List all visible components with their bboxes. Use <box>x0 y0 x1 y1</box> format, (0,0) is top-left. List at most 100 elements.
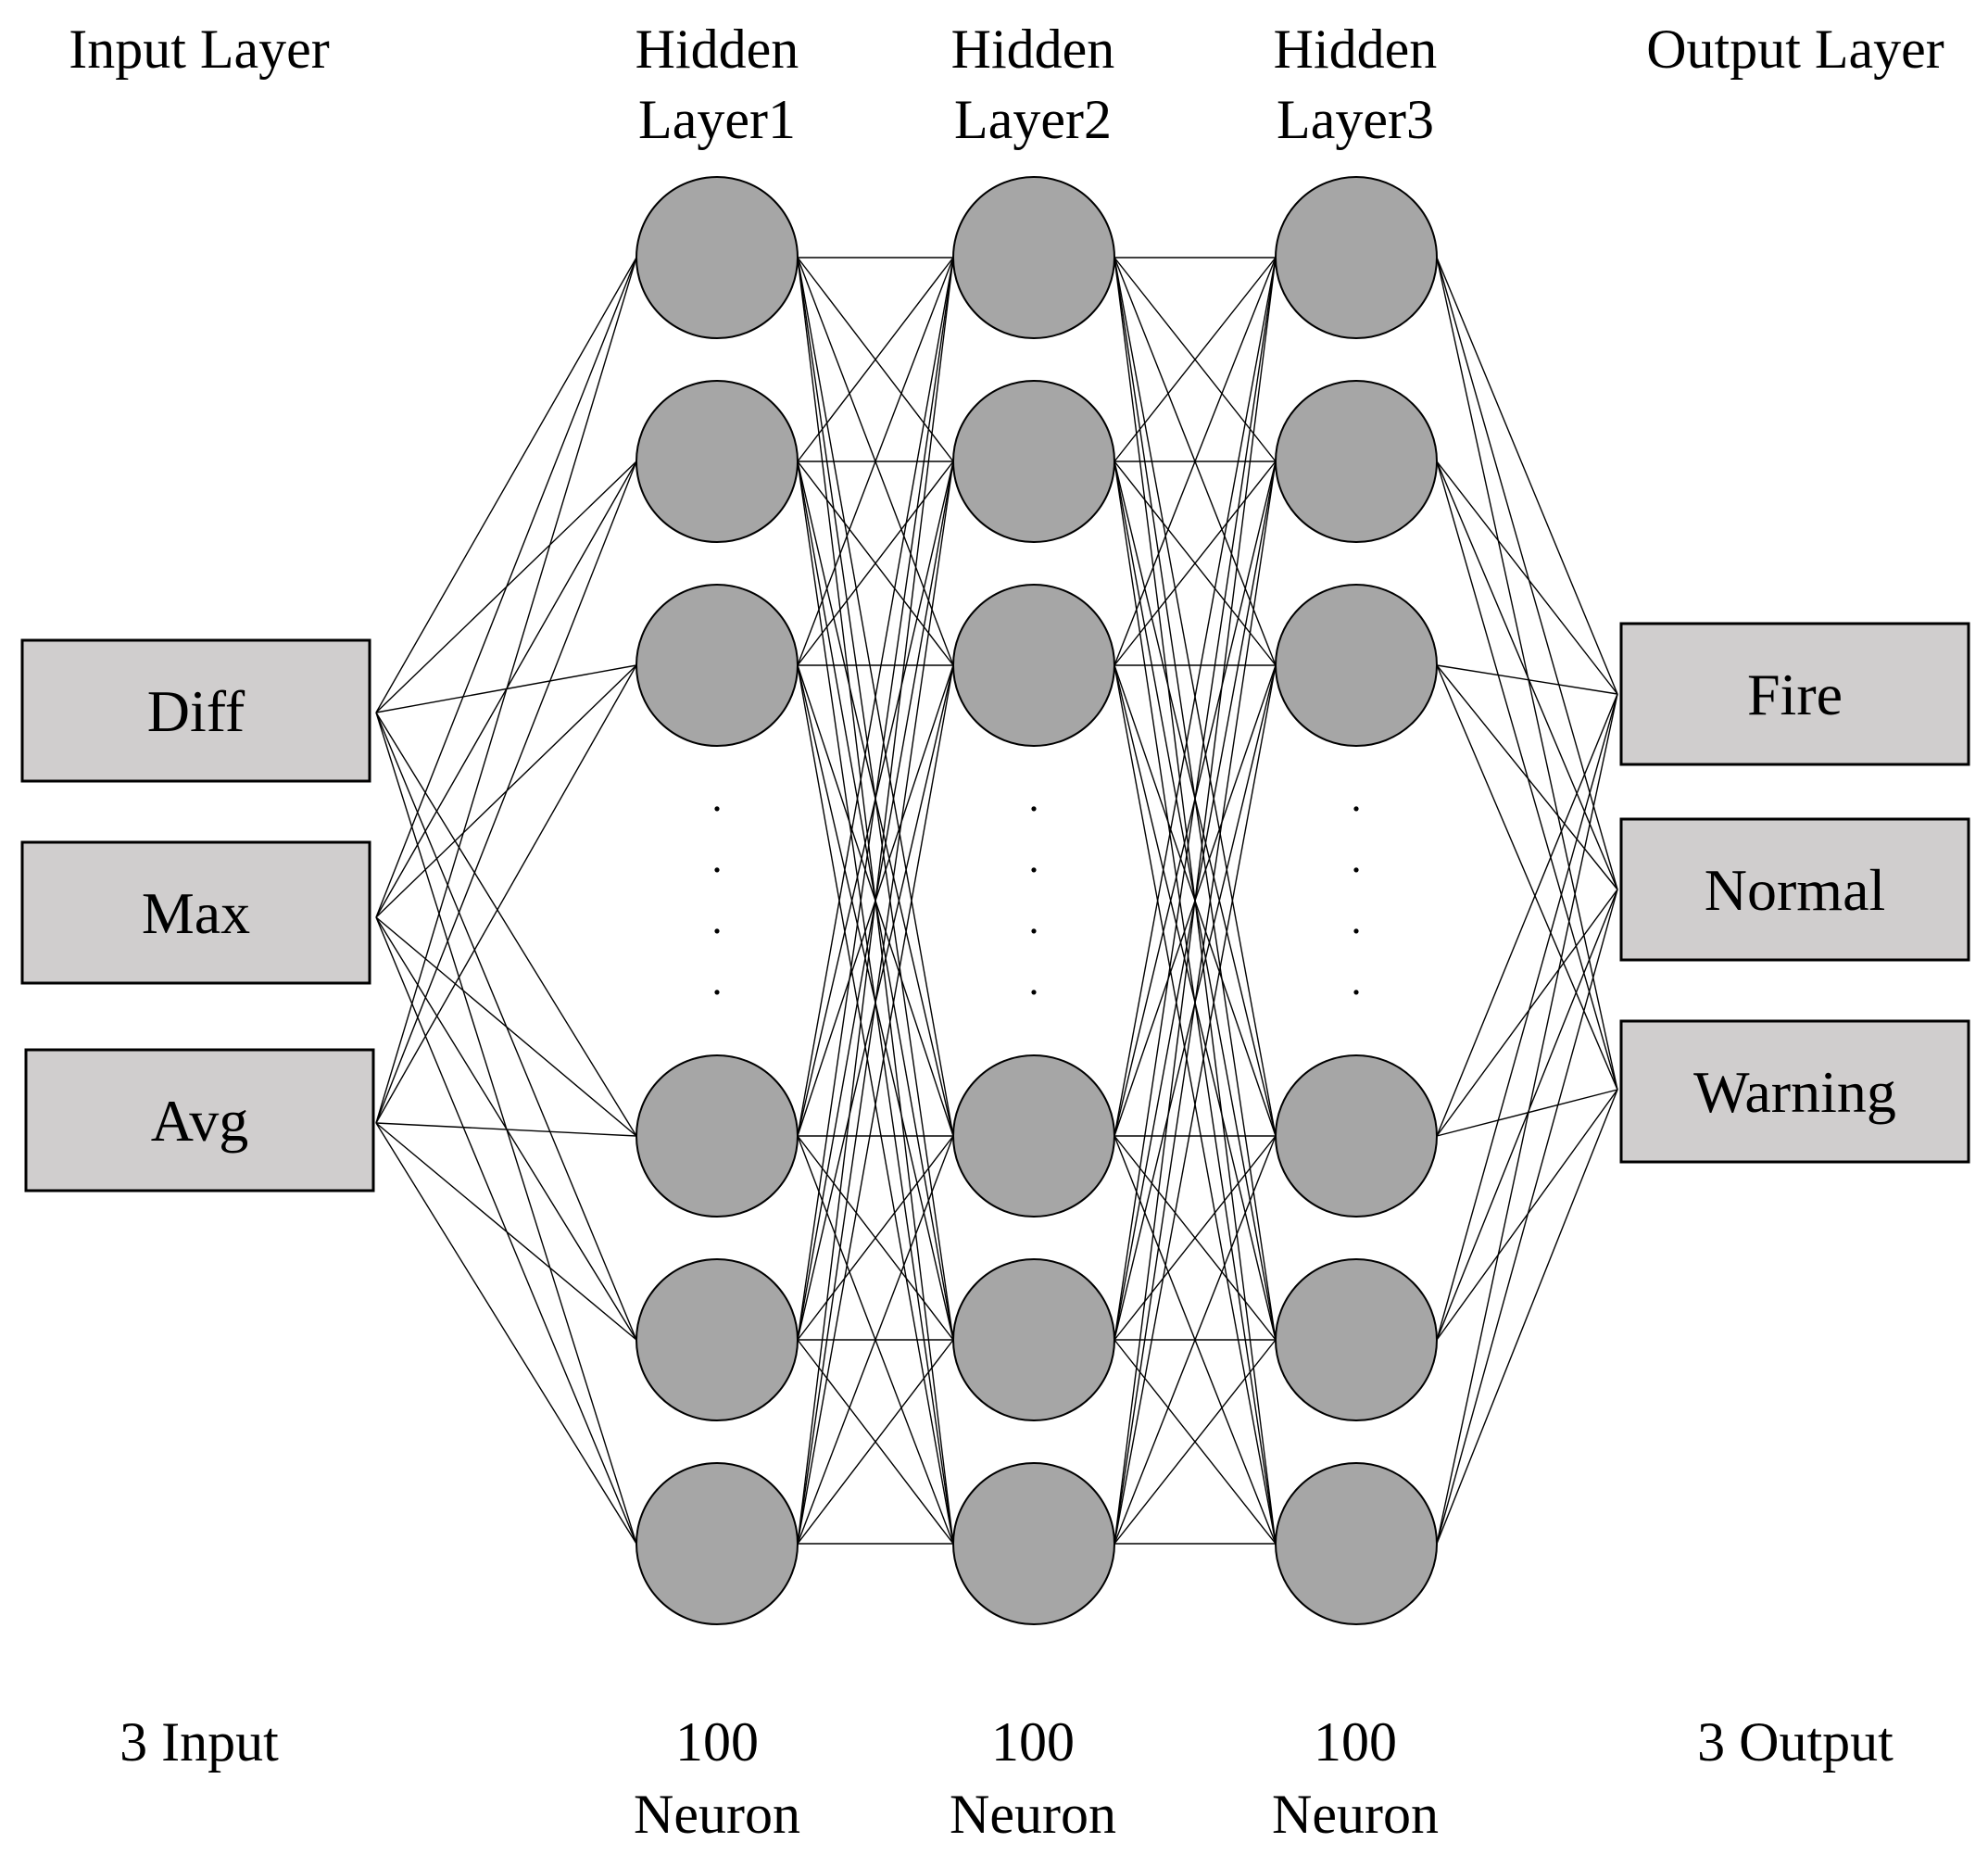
hidden1-footer-line1: 100 <box>675 1711 759 1773</box>
layer-labels: Input Layer3 InputHiddenLayer1100NeuronH… <box>69 19 1944 1845</box>
connection-line <box>797 257 954 1341</box>
hidden2-ellipsis-dot: . <box>1029 836 1039 881</box>
connection-line <box>1114 257 1277 1545</box>
connection-line <box>1436 257 1618 890</box>
connection-line <box>797 257 954 1137</box>
hidden1-ellipsis-dot: . <box>712 775 723 820</box>
connection-line <box>797 664 954 1545</box>
connection-line <box>1114 257 1277 462</box>
hidden3-footer-line2: Neuron <box>1272 1784 1439 1845</box>
connection-line <box>375 916 637 1341</box>
connection-line <box>1436 461 1618 1091</box>
hidden2-header-line2: Layer2 <box>954 89 1112 150</box>
connection-line <box>375 257 637 1124</box>
connection-line <box>375 257 637 918</box>
connection-line <box>1436 693 1618 1137</box>
connection-line <box>797 461 954 666</box>
input-node-label: Max <box>142 880 250 946</box>
hidden3-ellipsis-dot: . <box>1352 775 1362 820</box>
input-header: Input Layer <box>69 19 330 80</box>
hidden2-ellipsis-dot: . <box>1029 958 1039 1003</box>
hidden1-neuron <box>635 1258 799 1421</box>
connection-line <box>1436 1089 1618 1545</box>
hidden3-neuron <box>1275 1258 1438 1421</box>
connection-line <box>1436 889 1618 1545</box>
connection-line <box>1436 664 1618 695</box>
hidden2-neuron <box>952 380 1115 543</box>
connection-line <box>1436 461 1618 890</box>
hidden2-footer-line2: Neuron <box>950 1784 1116 1845</box>
connection-line <box>375 461 637 1124</box>
input-node-label: Diff <box>147 678 245 744</box>
connection-line <box>1436 257 1618 1091</box>
hidden3-ellipsis-dot: . <box>1352 836 1362 881</box>
hidden1-header-line1: Hidden <box>635 19 799 80</box>
connection-line <box>1114 257 1277 1137</box>
hidden3-ellipsis-dot: . <box>1352 958 1362 1003</box>
output-node-box <box>1619 817 1970 962</box>
connection-line <box>1114 257 1277 666</box>
connection-line <box>1436 461 1618 695</box>
connection-line <box>797 461 954 1545</box>
hidden3-neuron <box>1275 380 1438 543</box>
hidden1-ellipsis-dot: . <box>712 958 723 1003</box>
hidden1-neuron <box>635 176 799 339</box>
hidden1-footer-line2: Neuron <box>634 1784 800 1845</box>
connection-line <box>1114 1135 1277 1341</box>
connection-line <box>375 1122 637 1137</box>
connection-line <box>1114 1339 1277 1545</box>
connection-line <box>1436 664 1618 890</box>
output-node-box <box>1619 1019 1970 1164</box>
hidden3-neuron <box>1275 176 1438 339</box>
connection-line <box>1114 257 1277 1341</box>
connection-line <box>797 257 954 666</box>
connection-line <box>1436 1089 1618 1137</box>
hidden2-header-line1: Hidden <box>951 19 1115 80</box>
connection-line <box>797 257 954 462</box>
hidden3-neuron <box>1275 584 1438 747</box>
connection-line <box>797 257 954 1545</box>
hidden2-neuron <box>952 1258 1115 1421</box>
connection-line <box>1436 889 1618 1341</box>
hidden1-neuron <box>635 380 799 543</box>
connection-line <box>1114 461 1277 666</box>
input-node-box <box>20 840 371 985</box>
hidden2-neuron <box>952 176 1115 339</box>
output-node-box <box>1619 622 1970 766</box>
connection-line <box>375 1122 637 1341</box>
hidden1-ellipsis-dot: . <box>712 836 723 881</box>
connection-line <box>797 1339 954 1545</box>
connection-line <box>1114 1135 1277 1545</box>
hidden1-neuron <box>635 584 799 747</box>
connection-line <box>1436 693 1618 1341</box>
hidden3-neuron <box>1275 1054 1438 1218</box>
connection-line <box>1436 693 1618 1545</box>
input-node-box <box>24 1048 375 1192</box>
hidden1-neuron <box>635 1462 799 1625</box>
connection-line <box>1436 664 1618 1091</box>
connection-line <box>375 916 637 1137</box>
hidden1-ellipsis-dot: . <box>712 897 723 942</box>
connection-line <box>1436 257 1618 695</box>
connection-line <box>1114 664 1277 1545</box>
hidden2-ellipsis-dot: . <box>1029 775 1039 820</box>
connection-line <box>1114 461 1277 1545</box>
hidden1-neuron <box>635 1054 799 1218</box>
output-footer: 3 Output <box>1697 1711 1894 1773</box>
connection-line <box>1436 889 1618 1137</box>
connection-line <box>375 712 637 1137</box>
connection-line <box>375 257 637 713</box>
output-node-label: Normal <box>1705 857 1886 923</box>
output-header: Output Layer <box>1646 19 1944 80</box>
output-node-label: Warning <box>1693 1059 1896 1125</box>
hidden3-ellipsis-dot: . <box>1352 897 1362 942</box>
hidden2-footer-line1: 100 <box>991 1711 1075 1773</box>
hidden3-header-line1: Hidden <box>1274 19 1438 80</box>
hidden3-header-line2: Layer3 <box>1277 89 1434 150</box>
hidden2-neuron <box>952 1054 1115 1218</box>
connections <box>375 257 1618 1545</box>
input-node-box <box>20 638 371 783</box>
hidden3-neuron <box>1275 1462 1438 1625</box>
hidden2-neuron <box>952 1462 1115 1625</box>
